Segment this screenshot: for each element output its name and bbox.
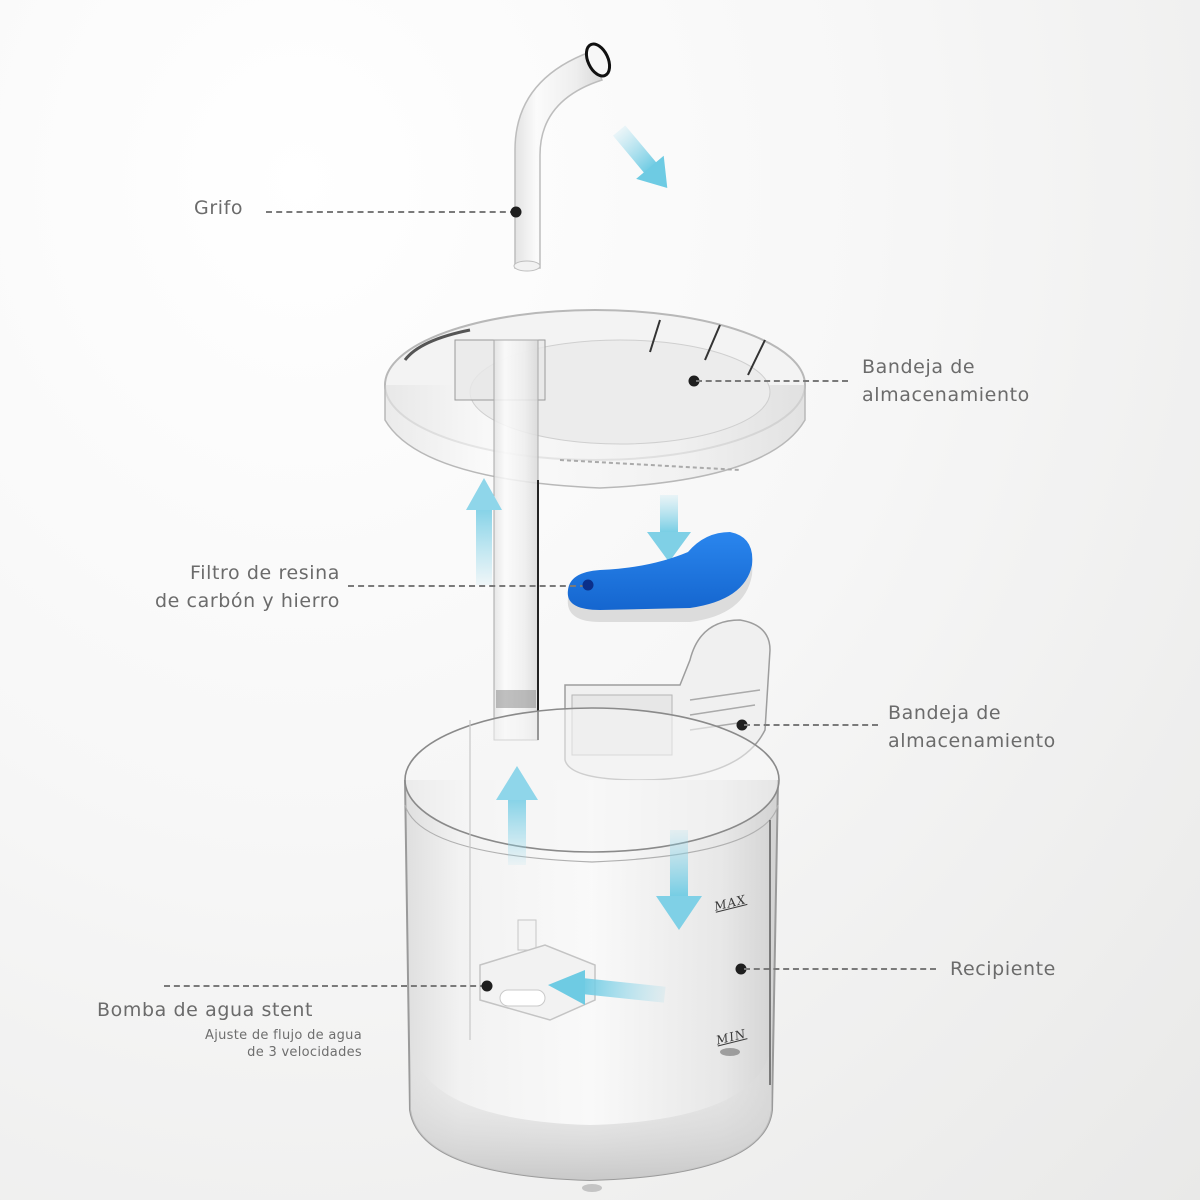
faucet-part [513, 42, 612, 272]
leader-lower-tray [744, 724, 878, 726]
upper-tray-part [384, 309, 806, 489]
label-filter: Filtro de resina de carbón y hierro [154, 562, 340, 612]
label-grifo: Grifo [194, 197, 244, 219]
dot-lower-tray [736, 719, 748, 731]
dot-upper-tray [688, 375, 700, 387]
dot-pump [481, 980, 493, 992]
flow-arrow-tube-up [466, 478, 502, 585]
flow-arrow-faucet [612, 125, 668, 188]
flow-arrow-tank-down [656, 830, 702, 930]
leader-filter [348, 585, 586, 587]
flow-arrow-tank-up [496, 766, 538, 865]
label-pump-subtitle: Ajuste de flujo de agua de 3 velocidades [205, 1028, 362, 1060]
label-upper-tray: Bandeja de almacenamiento [862, 356, 1030, 406]
dot-grifo [510, 206, 522, 218]
label-lower-tray: Bandeja de almacenamiento [888, 702, 1056, 752]
flow-arrow-to-filter [647, 495, 691, 562]
filter-part [567, 532, 753, 622]
tank-part [404, 707, 780, 1192]
dot-tank [735, 963, 747, 975]
flow-arrow-to-pump [548, 970, 666, 1005]
leader-pump [164, 985, 486, 987]
vertical-tube [493, 339, 539, 741]
leader-grifo [266, 211, 516, 213]
leader-tank [744, 968, 936, 970]
leader-upper-tray [696, 380, 848, 382]
label-tank: Recipiente [950, 958, 1056, 980]
dot-filter [582, 579, 594, 591]
label-pump: Bomba de agua stent [97, 999, 314, 1021]
pump-part [479, 919, 596, 1021]
